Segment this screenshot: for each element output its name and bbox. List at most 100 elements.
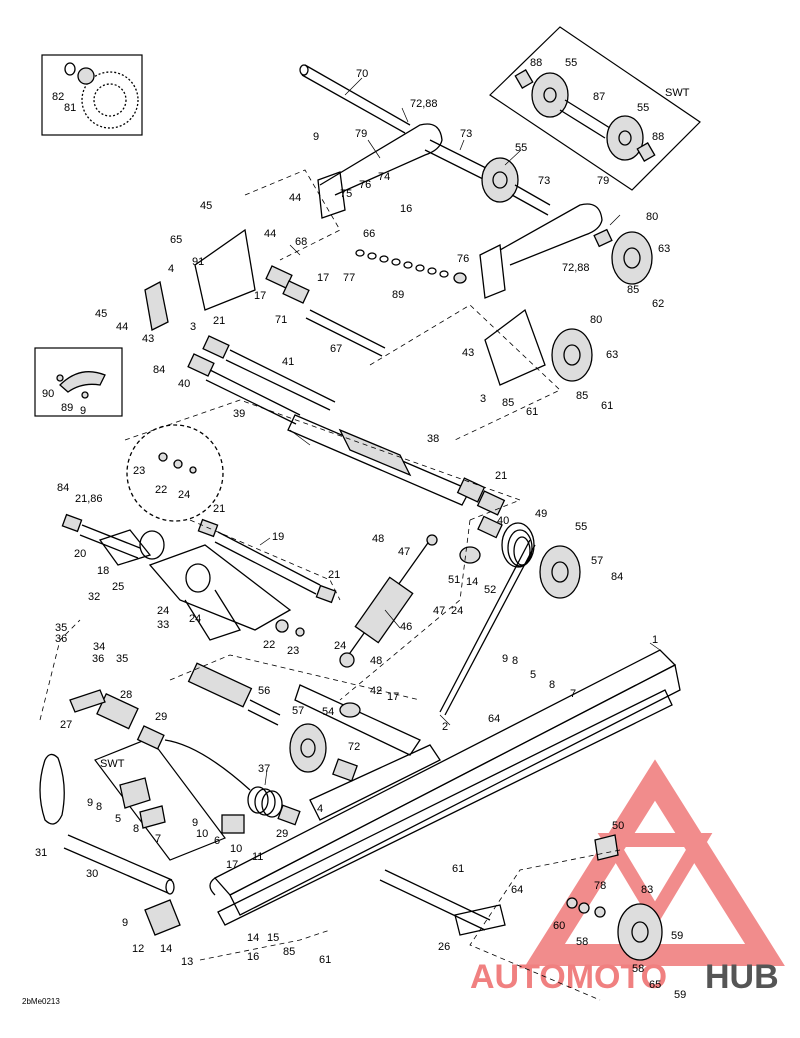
middle-arm-assembly [61,513,337,641]
part-number-labels: 70 72,88 88 55 87 55 88 SWT 82 81 9 79 7… [35,57,690,1001]
label-22: 22 [155,484,167,496]
label-36: 36 [55,633,67,645]
label-17: 17 [226,859,238,871]
label-34: 34 [93,641,105,653]
label-80: 80 [646,211,658,223]
label-22: 22 [263,639,275,651]
label-72-88: 72,88 [410,98,438,110]
label-65: 65 [649,979,661,991]
label-45: 45 [200,200,212,212]
label-66: 66 [363,228,375,240]
label-79: 79 [597,175,609,187]
label-33: 33 [157,619,169,631]
drawing-code: 2bMe0213 [22,997,60,1006]
label-76: 76 [359,179,371,191]
label-swt: SWT [100,758,125,770]
label-12: 12 [132,943,144,955]
label-24: 24 [178,489,190,501]
label-20: 20 [74,548,86,560]
label-59: 59 [671,930,683,942]
label-18: 18 [97,565,109,577]
label-14: 14 [466,576,478,588]
label-17: 17 [387,691,399,703]
inset-box-swt-bottom [94,737,226,861]
label-17: 17 [317,272,329,284]
label-35: 35 [116,653,128,665]
label-76: 76 [457,253,469,265]
label-64: 64 [511,884,523,896]
label-19: 19 [272,531,284,543]
label-84: 84 [611,571,623,583]
label-swt: SWT [665,87,690,99]
label-27: 27 [60,719,72,731]
label-36: 36 [92,653,104,665]
label-88: 88 [530,57,542,69]
label-6: 6 [214,835,220,847]
label-83: 83 [641,884,653,896]
label-15: 15 [267,932,279,944]
label-51: 51 [448,574,460,586]
label-47: 47 [398,546,410,558]
cross-shaft-assembly [187,335,506,539]
inset-box-bracket [34,347,123,417]
label-77: 77 [343,272,355,284]
label-21: 21 [495,470,507,482]
label-9: 9 [192,817,198,829]
label-31: 31 [35,847,47,859]
shock-absorber [339,534,438,668]
label-40: 40 [178,378,190,390]
label-90: 90 [42,388,54,400]
label-47: 47 [433,605,445,617]
label-81: 81 [64,102,76,114]
label-11: 11 [252,851,263,863]
label-43: 43 [142,333,154,345]
washer-stack [355,249,449,278]
label-46: 46 [400,621,412,633]
lower-front-assembly [39,662,663,961]
label-61: 61 [452,863,464,875]
label-8: 8 [96,801,102,813]
label-74: 74 [378,171,390,183]
label-23: 23 [133,465,145,477]
label-21: 21 [213,503,225,515]
label-44: 44 [289,192,301,204]
inset-box-swt-top [489,26,701,191]
label-55: 55 [565,57,577,69]
label-5: 5 [115,813,121,825]
label-45: 45 [95,308,107,320]
label-79: 79 [355,128,367,140]
label-63: 63 [606,349,618,361]
label-54: 54 [322,706,334,718]
label-58: 58 [632,963,644,975]
label-55: 55 [637,102,649,114]
label-21-86: 21,86 [75,493,103,505]
label-62: 62 [652,298,664,310]
guide-lines [39,169,621,1001]
label-71: 71 [275,314,287,326]
label-84: 84 [153,364,165,376]
label-78: 78 [594,880,606,892]
leader-lines [259,77,661,786]
label-8: 8 [549,679,555,691]
label-57: 57 [591,555,603,567]
label-23: 23 [287,645,299,657]
label-5: 5 [530,669,536,681]
label-59: 59 [674,989,686,1001]
label-55: 55 [515,142,527,154]
label-25: 25 [112,581,124,593]
label-32: 32 [88,591,100,603]
label-29: 29 [155,711,167,723]
label-55: 55 [575,521,587,533]
label-8: 8 [133,823,139,835]
label-38: 38 [427,433,439,445]
inset-box-sprocket [41,54,143,136]
label-73: 73 [460,128,472,140]
label-16: 16 [247,951,259,963]
watermark-text-hub: HUB [705,958,779,996]
label-88: 88 [652,131,664,143]
label-21: 21 [328,569,340,581]
label-80: 80 [590,314,602,326]
label-24: 24 [157,605,169,617]
watermark-text-auto: AUTOMOTO [470,958,667,996]
